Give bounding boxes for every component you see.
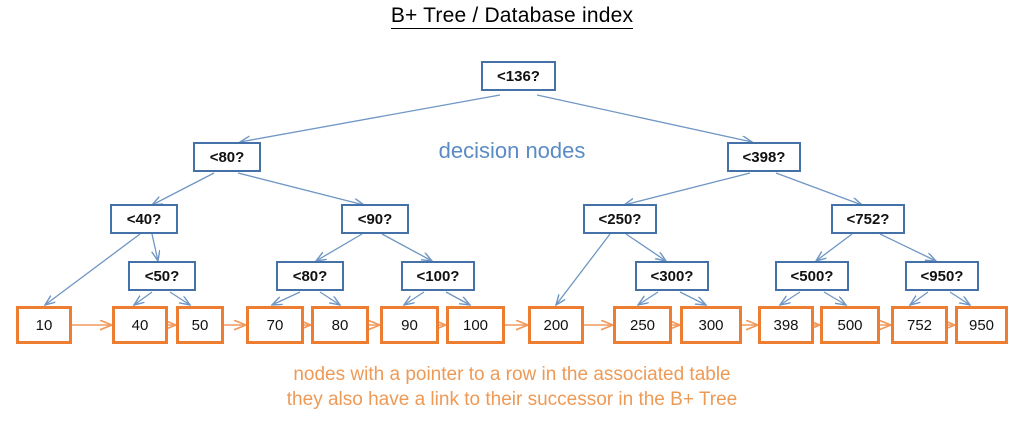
- leaf-node-40[interactable]: 40: [112, 306, 168, 344]
- decision-node-lt500[interactable]: <500?: [775, 261, 849, 291]
- decision-node-lt40[interactable]: <40?: [110, 204, 178, 234]
- decision-nodes-annotation: decision nodes: [438, 138, 586, 163]
- leaf-node-300[interactable]: 300: [680, 306, 742, 344]
- decision-node-lt100[interactable]: <100?: [401, 261, 475, 291]
- decision-node-lt90[interactable]: <90?: [341, 204, 409, 234]
- leaf-node-398[interactable]: 398: [758, 306, 814, 344]
- leaf-node-80[interactable]: 80: [311, 306, 369, 344]
- leaf-node-200[interactable]: 200: [528, 306, 584, 344]
- leaf-node-100[interactable]: 100: [446, 306, 505, 344]
- decision-node-lt398[interactable]: <398?: [727, 142, 801, 172]
- page-title-text: B+ Tree / Database index: [390, 4, 634, 29]
- decision-node-lt250[interactable]: <250?: [583, 204, 657, 234]
- leaf-node-90[interactable]: 90: [380, 306, 439, 344]
- leaf-node-10[interactable]: 10: [16, 306, 72, 344]
- leaf-caption-line-1: nodes with a pointer to a row in the ass…: [293, 364, 731, 385]
- leaf-node-250[interactable]: 250: [613, 306, 672, 344]
- leaf-node-70[interactable]: 70: [246, 306, 304, 344]
- decision-node-lt50[interactable]: <50?: [128, 261, 196, 291]
- decision-node-root[interactable]: <136?: [481, 61, 556, 91]
- leaf-nodes-annotation: nodes with a pointer to a row in the ass…: [0, 362, 1024, 412]
- decision-node-lt300[interactable]: <300?: [635, 261, 709, 291]
- decision-node-lt80-l2[interactable]: <80?: [193, 142, 261, 172]
- leaf-node-950[interactable]: 950: [955, 306, 1008, 344]
- page-title: B+ Tree / Database index: [0, 4, 1024, 29]
- leaf-node-50[interactable]: 50: [176, 306, 224, 344]
- decision-node-lt950[interactable]: <950?: [905, 261, 979, 291]
- leaf-node-500[interactable]: 500: [820, 306, 880, 344]
- leaf-node-752[interactable]: 752: [891, 306, 948, 344]
- decision-node-lt752[interactable]: <752?: [831, 204, 905, 234]
- decision-node-lt80-l4[interactable]: <80?: [276, 261, 344, 291]
- leaf-caption-line-2: they also have a link to their successor…: [286, 389, 738, 410]
